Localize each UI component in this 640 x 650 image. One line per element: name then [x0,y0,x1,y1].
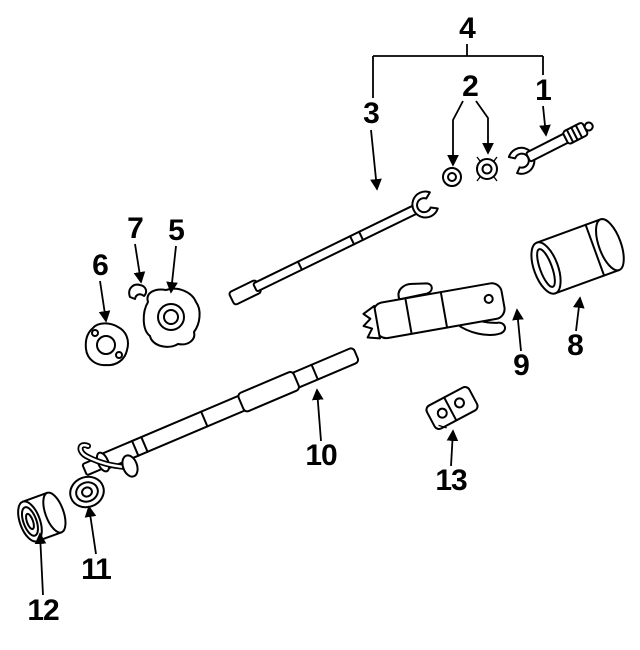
callout-4: 4 [459,12,476,45]
leader-lines [34,44,585,596]
callout-10: 10 [305,439,337,472]
part-12-end-cap [17,491,67,543]
callout-2: 2 [462,70,479,103]
callout-1: 1 [535,74,552,107]
part-13-bracket [425,386,479,430]
part-5-bearing-housing [142,287,201,348]
callout-11: 11 [81,553,112,586]
callout-6: 6 [92,249,109,282]
part-10-end-hook [77,442,139,478]
part-1-shaft-yoke [507,121,594,175]
part-9-column-housing [362,282,507,340]
part-11-bearing [69,475,105,509]
callout-7: 7 [127,212,144,245]
callout-12: 12 [27,594,59,627]
callout-13: 13 [435,464,467,497]
part-3-upper-shaft [228,190,439,306]
callout-5: 5 [168,214,185,247]
part-7-clip [128,283,148,300]
callout-9: 9 [513,349,530,382]
callout-8: 8 [567,329,584,362]
part-2-retainer-rings [442,156,498,187]
part-6-flange [84,322,129,367]
part-8-tube [530,218,625,295]
callout-3: 3 [363,97,380,130]
